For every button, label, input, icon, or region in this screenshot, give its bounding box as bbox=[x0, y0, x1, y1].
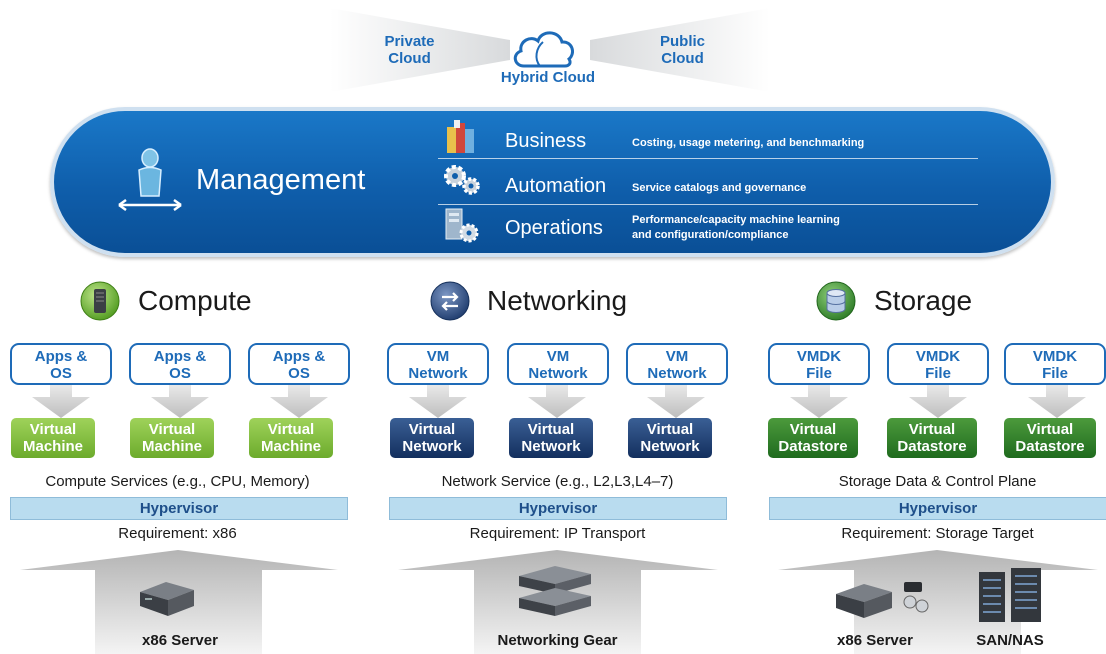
user-icon bbox=[118, 148, 182, 212]
operations-desc: Performance/capacity machine learning an… bbox=[632, 214, 840, 241]
vmdk-file-box: VMDK File bbox=[1004, 343, 1106, 385]
apps-os-box: Apps & OS bbox=[129, 343, 231, 385]
automation-label: Automation bbox=[505, 175, 607, 197]
storage-service-text: Storage Data & Control Plane bbox=[838, 473, 1037, 490]
networking-gear-icon bbox=[519, 566, 591, 616]
network-requirement-text: Requirement: IP Transport bbox=[469, 525, 646, 542]
operations-label: Operations bbox=[505, 217, 603, 239]
compute-title: Compute bbox=[138, 285, 252, 316]
apps-os-box: Apps & OS bbox=[10, 343, 112, 385]
virtual-machine-box: Virtual Machine bbox=[249, 418, 333, 458]
management-divider bbox=[438, 204, 978, 205]
management-panel bbox=[50, 107, 1055, 257]
server-gear-icon bbox=[445, 208, 479, 243]
public-cloud-label: Public Cloud bbox=[659, 33, 705, 67]
san-nas-icon bbox=[979, 568, 1041, 622]
gears-icon bbox=[444, 165, 480, 195]
management-divider bbox=[438, 158, 978, 159]
storage-san-nas-label: SAN/NAS bbox=[976, 632, 1044, 649]
virtual-machine-box: Virtual Machine bbox=[11, 418, 95, 458]
management-title: Management bbox=[196, 164, 366, 196]
network-service-text: Network Service (e.g., L2,L3,L4–7) bbox=[441, 473, 674, 490]
database-icon bbox=[816, 281, 856, 321]
networking-title: Networking bbox=[487, 285, 628, 316]
apps-os-box: Apps & OS bbox=[248, 343, 350, 385]
hybrid-cloud-label: Hybrid Cloud bbox=[500, 69, 596, 86]
virtual-datastore-box: Virtual Datastore bbox=[887, 418, 977, 458]
storage-hypervisor-bar: Hypervisor bbox=[769, 497, 1106, 520]
cloud-icon bbox=[513, 31, 574, 68]
networking-hardware-label: Networking Gear bbox=[497, 632, 618, 649]
storage-title: Storage bbox=[874, 285, 973, 316]
virtual-network-box: Virtual Network bbox=[509, 418, 593, 458]
private-cloud-label: Private Cloud bbox=[384, 33, 435, 67]
automation-desc: Service catalogs and governance bbox=[632, 182, 807, 194]
x86-server-icon bbox=[140, 582, 194, 616]
business-label: Business bbox=[505, 130, 587, 152]
compute-hypervisor-bar: Hypervisor bbox=[10, 497, 348, 520]
network-arrows-icon bbox=[430, 281, 470, 321]
server-rack-icon bbox=[80, 281, 120, 321]
cloud-beam-graphic bbox=[330, 8, 770, 92]
compute-hardware-label: x86 Server bbox=[142, 632, 218, 649]
storage-server-label: x86 Server bbox=[837, 632, 913, 649]
vmdk-file-box: VMDK File bbox=[768, 343, 870, 385]
business-desc: Costing, usage metering, and benchmarkin… bbox=[632, 137, 865, 149]
virtual-network-box: Virtual Network bbox=[390, 418, 474, 458]
network-hypervisor-bar: Hypervisor bbox=[389, 497, 727, 520]
virtual-machine-box: Virtual Machine bbox=[130, 418, 214, 458]
down-arrow-graphic bbox=[32, 385, 1086, 418]
vmdk-file-box: VMDK File bbox=[887, 343, 989, 385]
storage-requirement-text: Requirement: Storage Target bbox=[841, 525, 1034, 542]
vm-network-box: VM Network bbox=[387, 343, 489, 385]
compute-requirement-text: Requirement: x86 bbox=[118, 525, 237, 542]
virtual-datastore-box: Virtual Datastore bbox=[768, 418, 858, 458]
vm-network-box: VM Network bbox=[626, 343, 728, 385]
storage-server-icon bbox=[836, 582, 929, 618]
vm-network-box: VM Network bbox=[507, 343, 609, 385]
books-icon bbox=[447, 120, 474, 153]
compute-service-text: Compute Services (e.g., CPU, Memory) bbox=[45, 473, 310, 490]
virtual-datastore-box: Virtual Datastore bbox=[1004, 418, 1096, 458]
virtual-network-box: Virtual Network bbox=[628, 418, 712, 458]
